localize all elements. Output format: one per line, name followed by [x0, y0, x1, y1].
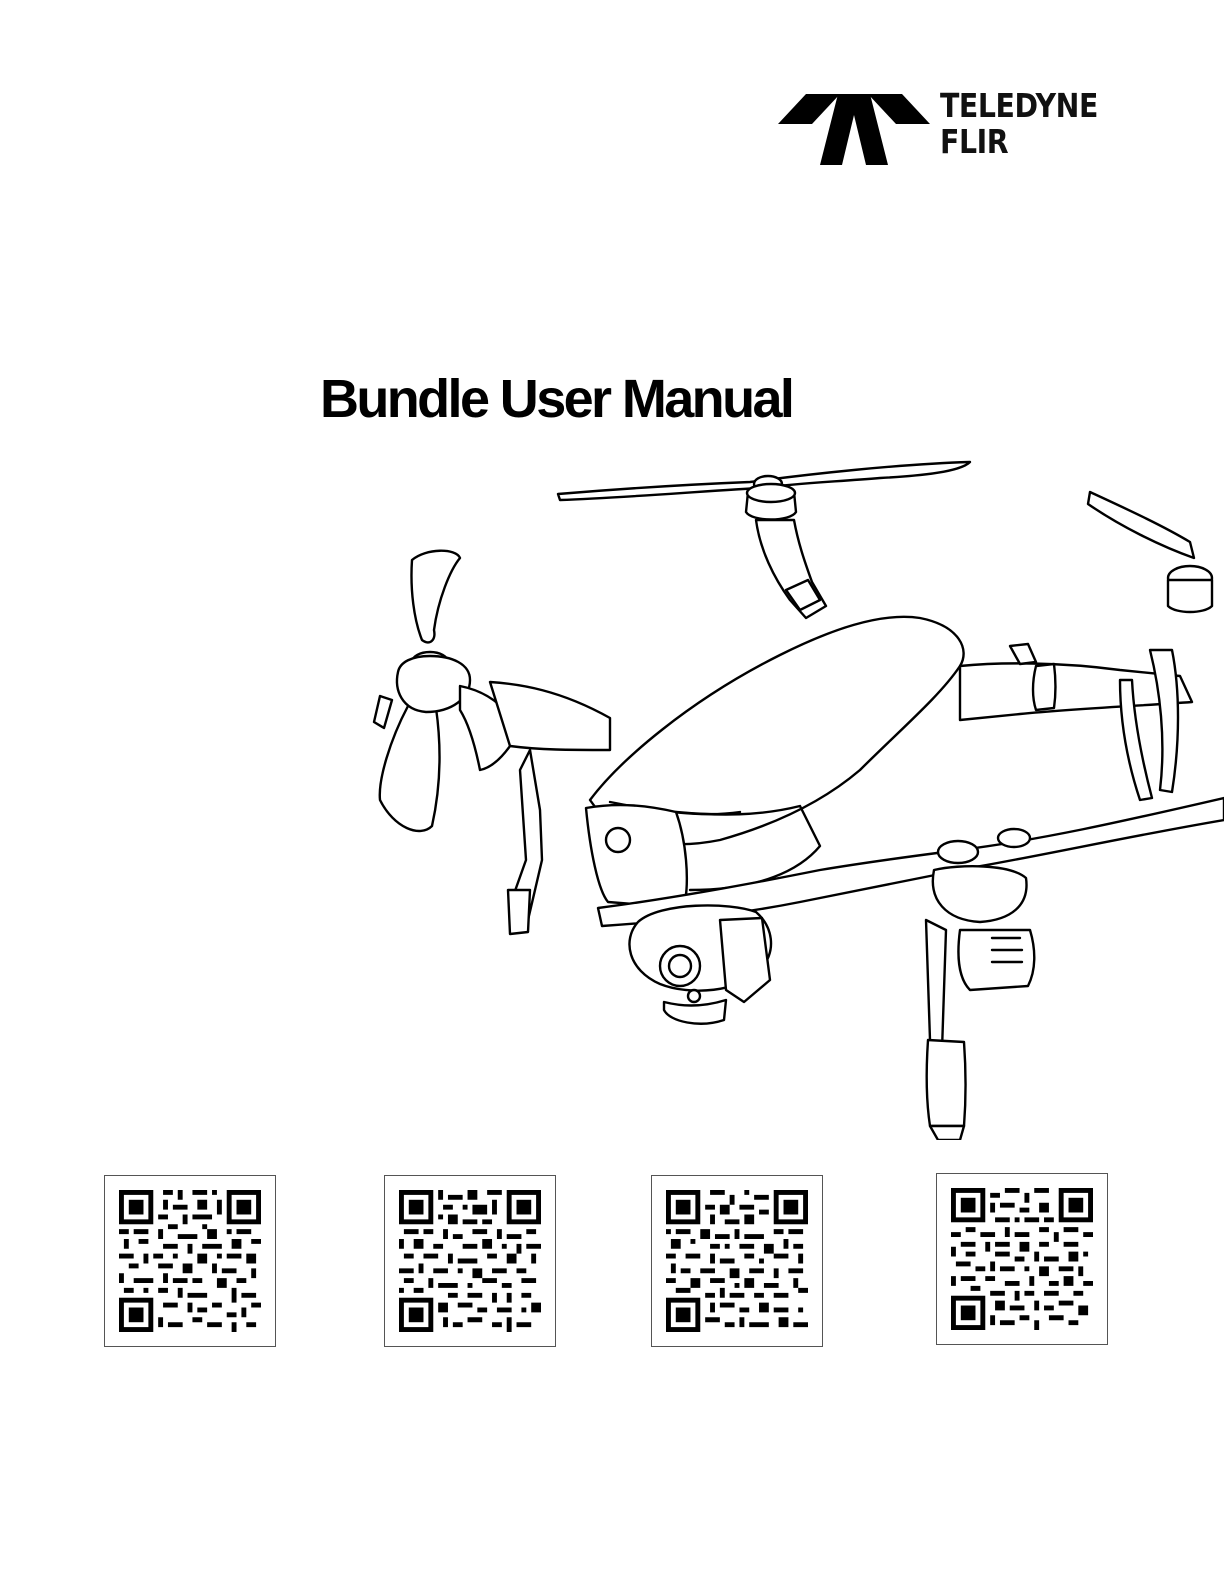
qr-code-icon	[119, 1190, 261, 1332]
qr-code-2[interactable]	[384, 1175, 556, 1347]
qr-code-icon	[399, 1190, 541, 1332]
qr-code-icon	[666, 1190, 808, 1332]
qr-code-4[interactable]	[936, 1173, 1108, 1345]
drone-illustration-icon	[360, 450, 1224, 1140]
company-logo: TELEDYNE FLIR	[778, 88, 1118, 168]
qr-code-3[interactable]	[651, 1175, 823, 1347]
teledyne-flir-mark-icon	[778, 91, 930, 165]
logo-wordmark: TELEDYNE FLIR	[940, 88, 1098, 160]
document-title: Bundle User Manual	[320, 364, 792, 434]
logo-line-teledyne: TELEDYNE	[940, 88, 1098, 124]
logo-line-flir: FLIR	[940, 124, 1098, 160]
qr-code-1[interactable]	[104, 1175, 276, 1347]
qr-code-icon	[951, 1188, 1093, 1330]
